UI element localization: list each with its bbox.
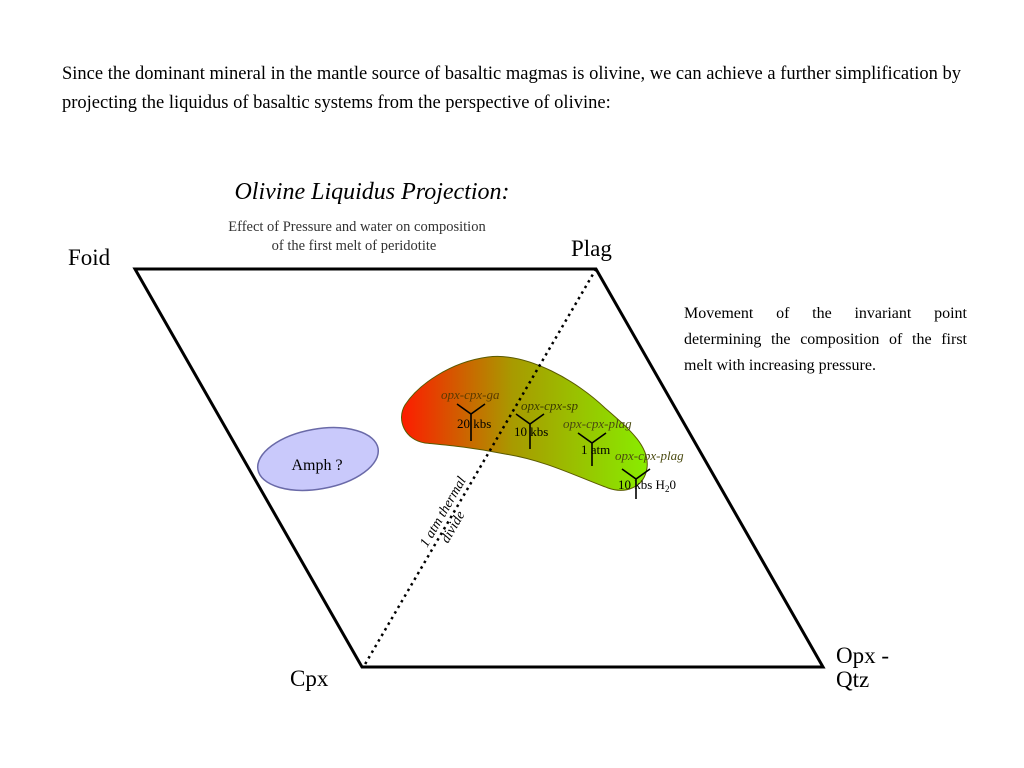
pressure-prefix: 10 kbs H xyxy=(618,477,665,492)
intro-text: Since the dominant mineral in the mantle… xyxy=(62,64,962,113)
assemblage-label: opx-cpx-plag xyxy=(615,448,684,463)
invariant-point-20kbs: opx-cpx-ga 20 kbs xyxy=(441,387,500,441)
amph-ellipse xyxy=(256,426,380,492)
triple-junction-symbol xyxy=(515,413,545,449)
vertex-label-cpx: Cpx xyxy=(290,666,329,691)
pressure-subscript: 2 xyxy=(665,484,670,494)
diagram-subtitle-line1: Effect of Pressure and water on composit… xyxy=(228,219,486,235)
pressure-label: 10 kbs xyxy=(514,424,548,439)
triple-junction-symbol xyxy=(621,468,651,499)
pressure-label: 1 atm xyxy=(581,442,610,457)
amph-label: Amph ? xyxy=(291,457,342,474)
diagram-subtitle-line2: of the first melt of peridotite xyxy=(272,238,437,254)
assemblage-label: opx-cpx-ga xyxy=(441,387,500,402)
triple-junction-symbol xyxy=(577,432,607,466)
triple-junction-symbol xyxy=(456,403,486,441)
thermal-divide-line xyxy=(362,268,598,667)
assemblage-label: opx-cpx-plag xyxy=(563,416,632,431)
pressure-label: 10 kbs H20 xyxy=(618,477,676,494)
assemblage-label: opx-cpx-sp xyxy=(521,398,579,413)
thermal-divide-label: 1 atm thermal divide xyxy=(417,471,485,558)
vertex-label-opx: Opx - xyxy=(836,643,889,668)
invariant-point-10kbs: opx-cpx-sp 10 kbs xyxy=(514,398,579,449)
diagram-title: Olivine Liquidus Projection: xyxy=(234,179,509,205)
pressure-label: 20 kbs xyxy=(457,416,491,431)
vertex-label-foid: Foid xyxy=(68,245,111,270)
vertex-label-qtz: Qtz xyxy=(836,667,869,692)
invariant-point-1atm: opx-cpx-plag 1 atm xyxy=(563,416,632,466)
invariant-point-10kbs-h2o: opx-cpx-plag 10 kbs H20 xyxy=(615,448,684,499)
melt-region xyxy=(401,355,648,491)
projection-parallelogram xyxy=(132,267,826,669)
pressure-suffix: 0 xyxy=(669,477,676,492)
side-note: Movement of the invariant point determin… xyxy=(684,305,967,374)
vertex-label-plag: Plag xyxy=(571,236,612,261)
